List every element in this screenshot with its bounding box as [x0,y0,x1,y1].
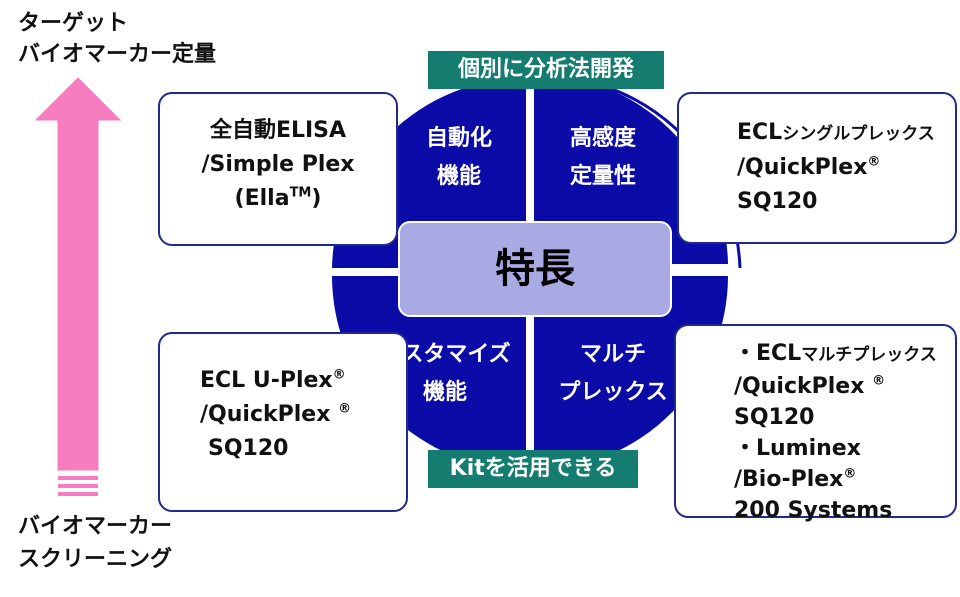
quadrant-multiplex-line2: プレックス [558,380,668,405]
quadrant-automation-line2: 機能 [436,164,481,189]
quickplex-text: /QuickPlex [737,155,868,180]
quadrant-automation: 自動化 機能 [404,120,514,196]
axis-bottom-line1: バイオマーカー [18,514,173,539]
box-automated-elisa-line1: 全自動ELISA [209,118,347,143]
circle-quadrant-bottom-left [332,276,526,470]
trademark-mark: TM [289,185,312,201]
ella-text: (Ella [234,186,290,211]
closing-paren: ) [311,186,322,211]
box-ecl-uplex: ECL U-Plex® /QuickPlex ® SQ120 [158,332,408,512]
quickplex-text: /QuickPlex [200,402,331,427]
registered-mark: ® [338,401,352,417]
registered-mark: ® [332,367,346,383]
box-automated-elisa: 全自動ELISA /Simple Plex (EllaTM) [158,92,398,246]
box-ecl-multiplex-line6: 200 Systems [734,498,893,523]
registered-mark: ® [867,154,881,170]
banner-individual-method: 個別に分析法開発 [428,51,664,89]
box-ecl-singleplex: ECLシングルプレックス /QuickPlex® SQ120 [677,92,957,244]
quadrant-multiplex-line1: マルチ [579,342,646,367]
bioplex-text: /Bio-Plex [734,467,844,492]
up-arrow-head [34,77,122,471]
axis-top-label: ターゲット バイオマーカー定量 [18,8,216,70]
center-feature-label: 特長 [398,221,672,317]
box-ecl-uplex-line2: /QuickPlex ® [200,398,406,432]
box-ecl-multiplex-line2: /QuickPlex ® [734,371,955,402]
box-ecl-uplex-line3: SQ120 [208,436,289,461]
quadrant-customize-line2: 機能 [422,380,467,405]
box-ecl-multiplex-line5: /Bio-Plex® [734,464,955,495]
quadrant-sensitivity: 高感度 定量性 [548,120,658,196]
axis-bottom-label: バイオマーカー スクリーニング [18,510,172,576]
axis-top-line2: バイオマーカー定量 [18,42,217,67]
up-arrow [34,77,122,496]
up-arrow-stripe [58,492,98,496]
registered-mark: ® [872,373,886,389]
quadrant-sensitivity-line2: 定量性 [569,164,636,189]
banner-kit-available: Kitを活用できる [428,450,638,488]
singleplex-text: シングルプレックス [782,124,935,144]
quickplex-text: /QuickPlex [734,374,865,399]
quadrant-multiplex: マルチ プレックス [548,336,678,412]
uplex-text: ECL U-Plex [200,368,333,393]
up-arrow-stripe [58,484,98,488]
ecl-text: ・ECL [734,341,802,366]
box-automated-elisa-line3: (EllaTM) [160,182,396,216]
box-ecl-multiplex-line1: ・ECLマルチプレックス [734,338,955,371]
box-ecl-multiplex-line3: SQ120 [734,405,815,430]
quadrant-sensitivity-line1: 高感度 [569,126,636,151]
multiplex-text: マルチプレックス [801,345,937,365]
box-ecl-multiplex-line4: ・Luminex [734,436,861,461]
box-automated-elisa-line2: /Simple Plex [201,152,355,177]
box-ecl-singleplex-line3: SQ120 [737,189,818,214]
ecl-text: ECL [737,120,783,145]
box-ecl-singleplex-line1: ECLシングルプレックス [737,116,955,151]
axis-top-line1: ターゲット [18,11,129,36]
box-ecl-multiplex: ・ECLマルチプレックス /QuickPlex ® SQ120 ・Luminex… [674,324,957,523]
box-ecl-singleplex-line2: /QuickPlex® [737,151,955,185]
feature-circle [332,74,742,470]
box-ecl-uplex-line1: ECL U-Plex® [200,364,406,398]
circle-quadrant-bottom-right [534,276,728,470]
axis-bottom-line2: スクリーニング [18,547,173,572]
registered-mark: ® [843,466,857,482]
up-arrow-stripe [58,476,98,480]
quadrant-automation-line1: 自動化 [425,126,492,151]
